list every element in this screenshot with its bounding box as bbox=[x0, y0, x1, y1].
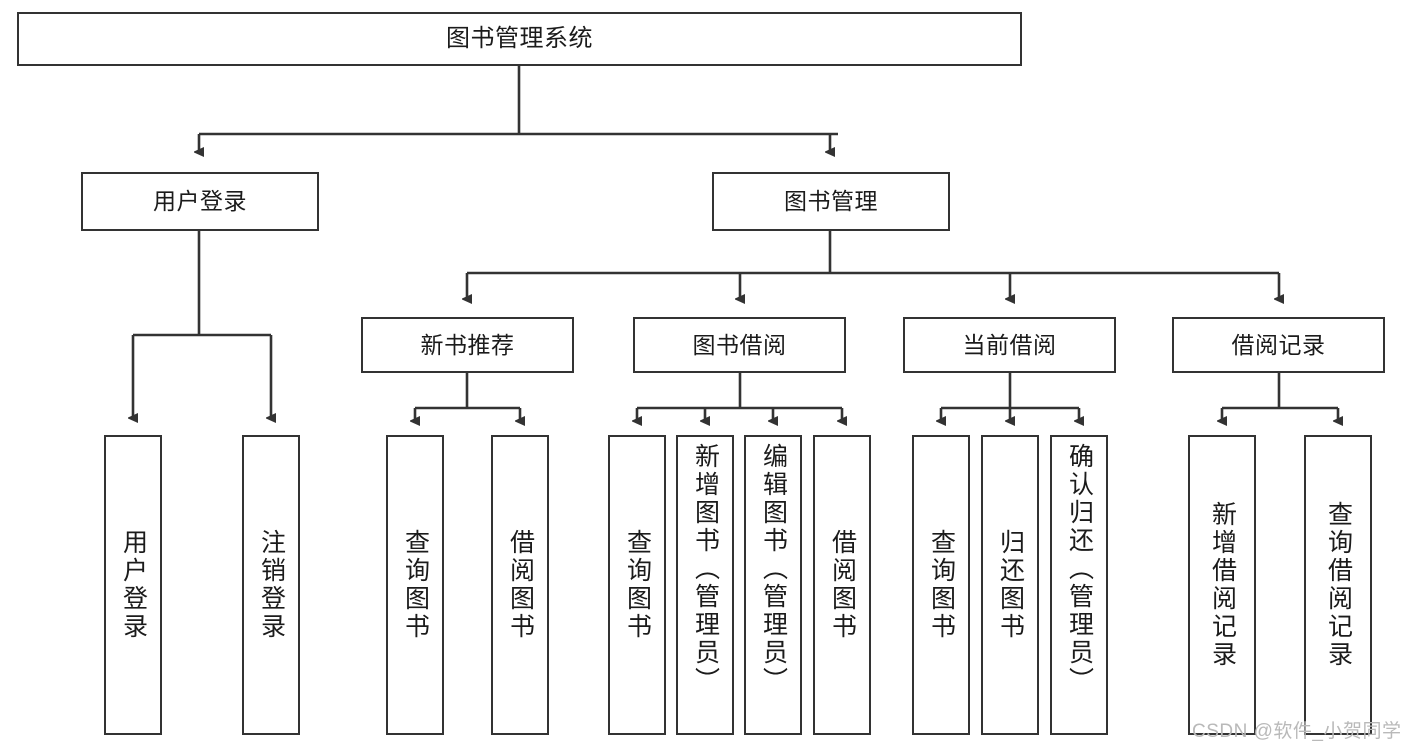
node-new-book-recommend[interactable]: 新书推荐 bbox=[361, 317, 574, 373]
leaf-bookborrow-edit-book-admin[interactable]: 编辑图书（管理员） bbox=[744, 435, 802, 735]
leaf-bookborrow-add-book-admin[interactable]: 新增图书（管理员） bbox=[676, 435, 734, 735]
node-book-management[interactable]: 图书管理 bbox=[712, 172, 950, 231]
node-book-borrow[interactable]: 图书借阅 bbox=[633, 317, 846, 373]
node-user-login[interactable]: 用户登录 bbox=[81, 172, 319, 231]
node-label: 查询图书 bbox=[623, 529, 652, 641]
node-label: 归还图书 bbox=[996, 529, 1025, 641]
leaf-borrowrecord-add-record[interactable]: 新增借阅记录 bbox=[1188, 435, 1256, 735]
leaf-borrowrecord-query-record[interactable]: 查询借阅记录 bbox=[1304, 435, 1372, 735]
node-label: 借阅图书 bbox=[506, 529, 535, 641]
node-label: 注销登录 bbox=[257, 529, 286, 641]
node-label: 新增借阅记录 bbox=[1208, 501, 1237, 669]
leaf-user-login[interactable]: 用户登录 bbox=[104, 435, 162, 735]
leaf-bookborrow-query-book[interactable]: 查询图书 bbox=[608, 435, 666, 735]
node-label: 确认归还（管理员） bbox=[1065, 443, 1094, 695]
node-label: 新增图书（管理员） bbox=[691, 443, 720, 695]
node-root-system[interactable]: 图书管理系统 bbox=[17, 12, 1022, 66]
node-label: 图书管理 bbox=[784, 188, 878, 214]
node-label: 新书推荐 bbox=[420, 331, 515, 358]
node-borrow-record[interactable]: 借阅记录 bbox=[1172, 317, 1385, 373]
leaf-currentborrow-confirm-return-admin[interactable]: 确认归还（管理员） bbox=[1050, 435, 1108, 735]
node-label: 借阅记录 bbox=[1231, 331, 1326, 358]
csdn-watermark: CSDN @软件_小贺同学 bbox=[1192, 721, 1402, 742]
node-label: 查询图书 bbox=[401, 529, 430, 641]
node-label: 编辑图书（管理员） bbox=[759, 443, 788, 695]
node-label: 查询借阅记录 bbox=[1324, 501, 1353, 669]
node-label: 借阅图书 bbox=[828, 529, 857, 641]
node-label: 用户登录 bbox=[153, 188, 247, 214]
node-label: 图书借阅 bbox=[692, 331, 787, 358]
leaf-newbook-query-book[interactable]: 查询图书 bbox=[386, 435, 444, 735]
node-label: 图书管理系统 bbox=[446, 25, 593, 52]
leaf-logout[interactable]: 注销登录 bbox=[242, 435, 300, 735]
node-current-borrow[interactable]: 当前借阅 bbox=[903, 317, 1116, 373]
leaf-currentborrow-query-book[interactable]: 查询图书 bbox=[912, 435, 970, 735]
node-label: 查询图书 bbox=[927, 529, 956, 641]
node-label: 当前借阅 bbox=[962, 331, 1057, 358]
node-label: 用户登录 bbox=[119, 529, 148, 641]
leaf-newbook-borrow-book[interactable]: 借阅图书 bbox=[491, 435, 549, 735]
leaf-bookborrow-borrow-book[interactable]: 借阅图书 bbox=[813, 435, 871, 735]
leaf-currentborrow-return-book[interactable]: 归还图书 bbox=[981, 435, 1039, 735]
